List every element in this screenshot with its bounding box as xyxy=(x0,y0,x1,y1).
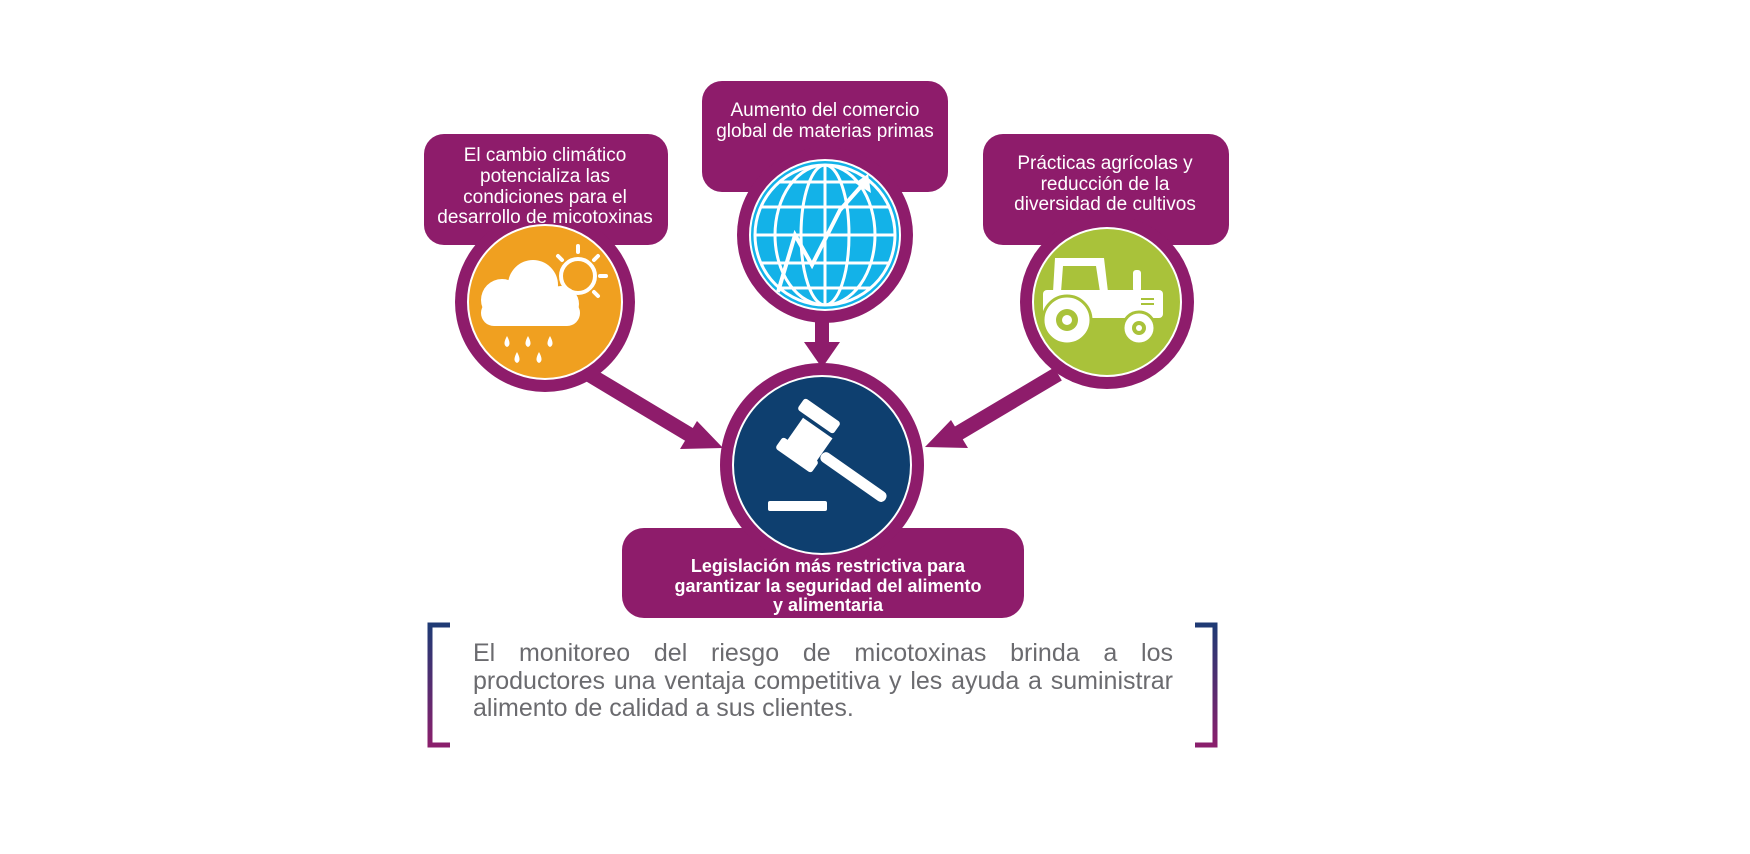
node-climate xyxy=(424,134,668,392)
label-climate-line-4: desarrollo de micotoxinas xyxy=(437,207,653,229)
label-climate-line-3: condiciones para el xyxy=(463,186,627,208)
label-box-agriculture xyxy=(983,134,1229,245)
conclusion-statement: El monitoreo del riesgo de micotoxinas b… xyxy=(473,639,1173,722)
arrow-agriculture-to-law xyxy=(925,367,1062,448)
label-trade: Aumento del comercio global de materias … xyxy=(705,92,945,152)
label-trade-line-1: Aumento del comercio xyxy=(730,100,920,122)
node-agriculture xyxy=(983,134,1229,389)
label-climate-line-1: El cambio climático xyxy=(463,144,627,166)
arrow-trade-to-law xyxy=(804,315,840,368)
label-legislation-line-2: garantizar la seguridad del alimento xyxy=(674,575,982,596)
node-legislation xyxy=(622,363,1024,618)
arrow-climate-to-law xyxy=(586,368,723,449)
label-legislation-line-3: y alimentaria xyxy=(772,595,884,616)
label-agriculture-line-2: reducción de la xyxy=(1040,173,1170,195)
label-agriculture-line-3: diversidad de cultivos xyxy=(1014,194,1196,216)
label-box-trade xyxy=(702,81,948,192)
cloud-sun-rain-icon xyxy=(481,244,608,363)
label-legislation: Legislación más restrictiva para garanti… xyxy=(628,555,1028,618)
label-trade-line-2: global de materias primas xyxy=(716,121,934,142)
label-box-legislation xyxy=(622,528,1024,618)
label-agriculture-line-1: Prácticas agrícolas y xyxy=(1017,152,1193,174)
node-trade xyxy=(702,81,948,323)
bracket-right xyxy=(1195,622,1218,748)
bracket-left xyxy=(427,622,450,748)
label-legislation-line-1: Legislación más restrictiva para xyxy=(690,555,966,576)
label-box-climate xyxy=(424,134,668,245)
label-climate: El cambio climático potencializa las con… xyxy=(425,135,665,240)
circle-legislation xyxy=(732,375,912,555)
tractor-icon xyxy=(1041,258,1163,346)
label-agriculture: Prácticas agrícolas y reducción de la di… xyxy=(985,145,1225,225)
label-climate-line-2: potencializa las xyxy=(480,165,610,187)
gavel-icon xyxy=(768,398,887,511)
